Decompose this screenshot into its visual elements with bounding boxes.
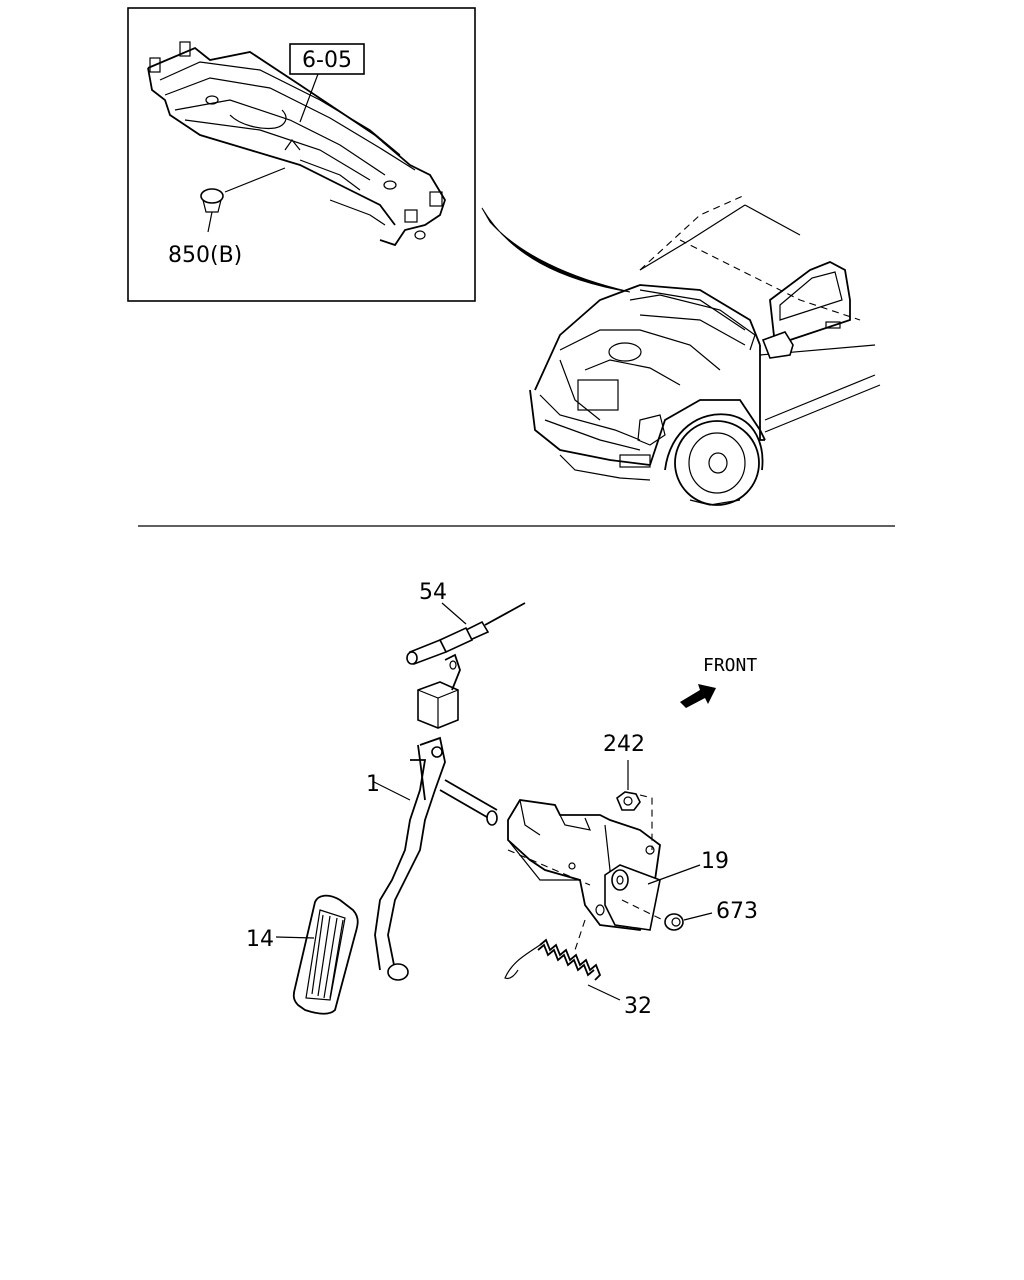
inset-frame [127,7,476,302]
callout-32: 32 [624,994,652,1019]
callout-673: 673 [716,899,758,924]
callout-54: 54 [419,580,447,605]
callout-1: 1 [366,772,380,797]
front-label: FRONT [703,655,757,676]
front-arrow-icon [680,684,716,708]
return-spring [504,938,621,1001]
callout-14: 14 [246,927,274,952]
ref-label: 6-05 [302,48,352,73]
cowl-panel-drawing [147,41,446,247]
washer-part [664,912,713,931]
pedal-arm [373,653,498,981]
inset-pointer [481,207,631,293]
pedal-pad [275,894,359,1015]
truck-drawing [529,194,881,506]
accelerator-cable [406,602,526,666]
front-direction-indicator: FRONT [680,655,757,708]
clip-part [200,167,286,233]
clip-label: 850(B) [168,243,242,268]
pedal-bracket [507,799,701,951]
nut-part [616,760,653,850]
ref-label-box [289,43,365,75]
callout-19: 19 [701,849,729,874]
inset-panel: 6-05 850(B) [127,7,476,302]
callout-242: 242 [603,732,645,757]
